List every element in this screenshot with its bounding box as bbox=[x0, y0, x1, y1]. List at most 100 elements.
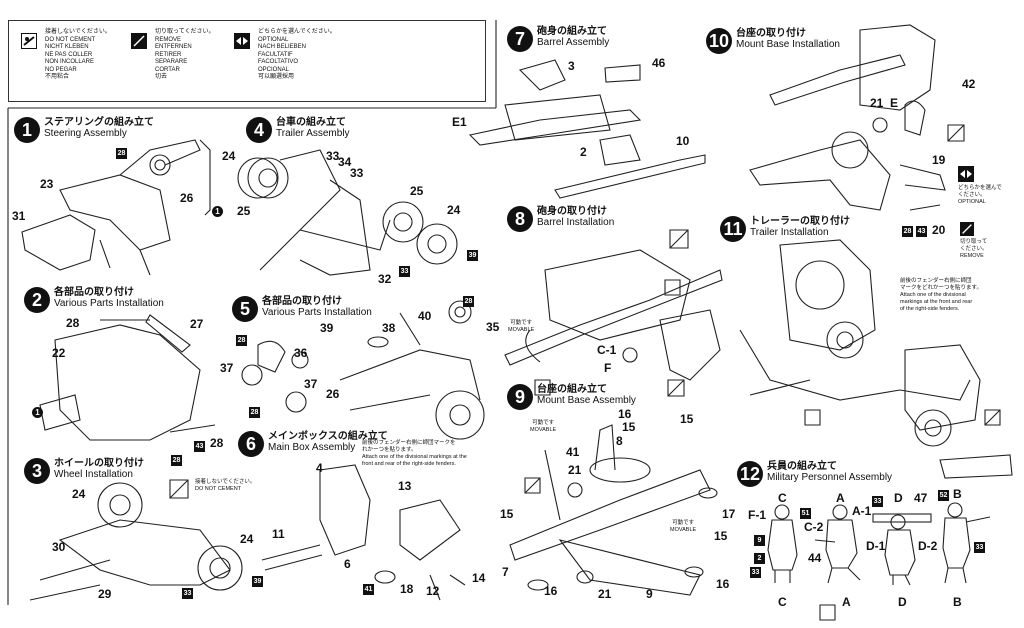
part-callout: 16 bbox=[618, 407, 632, 421]
step-title-jp: ステアリングの組み立て bbox=[44, 117, 154, 128]
note-text: REMOVE bbox=[960, 253, 984, 259]
part-callout: 39 bbox=[467, 250, 478, 261]
part-callout: 28 bbox=[902, 226, 913, 237]
part-callout: 19 bbox=[932, 153, 946, 167]
step-title-jp: 兵員の組み立て bbox=[767, 461, 837, 472]
part-callout: 33 bbox=[326, 149, 340, 163]
legend-text: 不用粘合 bbox=[45, 74, 70, 80]
movable-note: 可動です MOVABLE bbox=[508, 320, 534, 334]
note-text: MOVABLE bbox=[508, 327, 535, 333]
note-text: マークをどれかーつを貼ります。 bbox=[900, 285, 982, 291]
part-callout: C bbox=[778, 491, 787, 505]
part-callout: 28 bbox=[463, 296, 474, 307]
remove-icon bbox=[131, 33, 147, 49]
part-callout: C-1 bbox=[597, 343, 617, 357]
remove-note: 切り取って ください。 REMOVE bbox=[960, 222, 988, 260]
part-callout: 37 bbox=[304, 377, 318, 391]
part-callout: 29 bbox=[98, 587, 112, 601]
note-text: れかーつを貼ります。 bbox=[362, 447, 417, 453]
step-title-jp: トレーラーの取り付け bbox=[750, 216, 850, 227]
step-title-en: Mount Base Installation bbox=[736, 39, 840, 50]
part-callout: 22 bbox=[52, 346, 66, 360]
part-callout: 39 bbox=[320, 321, 334, 335]
step-title-en: Various Parts Installation bbox=[54, 298, 164, 309]
optional-note: どちらかを選んで ください。 OPTIONAL bbox=[958, 166, 1002, 206]
step-number-badge: 3 bbox=[24, 458, 50, 484]
note-text: OPTIONAL bbox=[958, 199, 986, 205]
note-text: DO NOT CEMENT bbox=[195, 486, 242, 492]
note-text: 接着しないでください。 bbox=[195, 479, 256, 485]
part-callout: B bbox=[953, 487, 962, 501]
part-callout: 26 bbox=[180, 191, 194, 205]
part-callout: 47 bbox=[914, 491, 928, 505]
part-callout: 26 bbox=[326, 387, 340, 401]
part-callout: 43 bbox=[194, 441, 205, 452]
legend-text: OPTIONAL bbox=[258, 36, 289, 43]
part-callout: 33 bbox=[399, 266, 410, 277]
part-callout: D bbox=[894, 491, 903, 505]
part-callout: C-2 bbox=[804, 520, 824, 534]
part-callout: 27 bbox=[190, 317, 204, 331]
part-callout: 24 bbox=[240, 532, 254, 546]
part-callout: 25 bbox=[237, 204, 251, 218]
figure-label: A bbox=[842, 595, 851, 609]
step-number-badge: 1 bbox=[14, 117, 40, 143]
step-title-jp: メインボックスの組み立て bbox=[268, 431, 388, 442]
part-callout: 10 bbox=[676, 134, 690, 148]
step-number-badge: 8 bbox=[507, 206, 533, 232]
step-title-en: Trailer Assembly bbox=[276, 128, 350, 139]
figure-label: C bbox=[778, 595, 787, 609]
movable-note: 可動です MOVABLE bbox=[670, 520, 696, 534]
step-title-en: Steering Assembly bbox=[44, 128, 127, 139]
note-text: markings at the front and rear bbox=[900, 299, 973, 305]
note-text: 可動です bbox=[532, 420, 555, 426]
part-callout: 52 bbox=[938, 490, 949, 501]
step-title-en: Main Box Assembly bbox=[268, 442, 356, 453]
part-callout: 30 bbox=[52, 540, 66, 554]
fender-marking-note: 前後のフェンダー右側に師団マークを れかーつを貼ります。 Attach one … bbox=[362, 440, 467, 468]
legend-text: 切り取ってください。 bbox=[155, 29, 215, 35]
part-callout: 46 bbox=[652, 56, 666, 70]
legend-text: NO PEGAR bbox=[45, 66, 77, 73]
step-title-jp: 台車の組み立て bbox=[276, 117, 346, 128]
part-callout: A-1 bbox=[852, 504, 872, 518]
part-callout: 51 bbox=[800, 508, 811, 519]
legend-text: FACULTATIF bbox=[258, 51, 293, 58]
part-callout: 28 bbox=[116, 148, 127, 159]
part-callout: 33 bbox=[350, 166, 364, 180]
part-callout: 6 bbox=[344, 557, 351, 571]
part-callout: 33 bbox=[750, 567, 761, 578]
legend-text: FACOLTATIVO bbox=[258, 59, 299, 65]
part-callout: 17 bbox=[722, 507, 736, 521]
legend-text: REMOVE bbox=[155, 36, 182, 43]
part-callout: 15 bbox=[622, 420, 636, 434]
part-callout: 33 bbox=[974, 542, 985, 553]
step-title-en: Barrel Installation bbox=[537, 217, 615, 228]
part-callout: 11 bbox=[272, 527, 285, 541]
part-callout: F bbox=[604, 361, 612, 375]
legend-text: DO NOT CEMENT bbox=[45, 36, 96, 43]
part-callout: 23 bbox=[40, 177, 54, 191]
legend-text: NICHT KLEBEN bbox=[45, 44, 89, 50]
part-callout: 15 bbox=[500, 507, 514, 521]
part-callout: 8 bbox=[616, 434, 623, 448]
part-callout: 42 bbox=[962, 77, 976, 91]
legend-text: RETIRER bbox=[155, 51, 182, 58]
part-callout: E1 bbox=[452, 115, 467, 129]
part-callout: 40 bbox=[418, 309, 432, 323]
legend-text: 切去 bbox=[155, 74, 168, 80]
part-callout: 28 bbox=[249, 407, 260, 418]
part-callout: 2 bbox=[580, 145, 587, 159]
step-title-jp: 各部品の取り付け bbox=[54, 287, 134, 298]
step-title-en: Military Personnel Assembly bbox=[767, 472, 893, 483]
optional-arrows-icon bbox=[958, 166, 974, 182]
part-callout: 41 bbox=[566, 445, 580, 459]
